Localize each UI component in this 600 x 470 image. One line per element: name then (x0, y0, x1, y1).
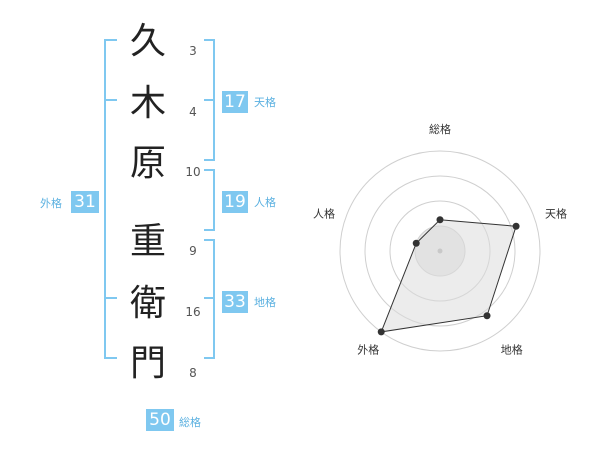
gaikaku-bracket-ticks (105, 99, 117, 299)
tenkaku-label: 天格 (254, 96, 276, 109)
stroke-count-5: 16 (185, 305, 201, 319)
name-char-5: 衛 (129, 283, 166, 324)
name-char-2: 木 (129, 83, 166, 124)
radar-axis-label-1: 天格 (545, 206, 567, 220)
jinkaku-label: 人格 (254, 196, 276, 209)
radar-axis-label-4: 人格 (313, 206, 335, 220)
name-char-4: 重 (129, 221, 166, 262)
radar-point-0 (436, 216, 444, 224)
radar-axis-label-0: 総格 (429, 122, 451, 136)
gaikaku-label: 外格 (40, 197, 62, 210)
soukaku-value: 50 (146, 409, 174, 431)
radar-axis-label-3: 外格 (357, 343, 379, 357)
radar-center-dot (437, 248, 443, 254)
tenkaku-value: 17 (222, 91, 248, 113)
name-char-3: 原 (129, 143, 166, 184)
radar-point-1 (512, 222, 520, 230)
stroke-count-3: 10 (185, 165, 201, 179)
jinkaku-value: 19 (222, 191, 248, 213)
jinkaku-bracket (204, 169, 215, 231)
radar-polygon (380, 219, 517, 333)
stroke-count-2: 4 (189, 105, 197, 119)
chikaku-value: 33 (222, 291, 248, 313)
radar-point-2 (483, 312, 491, 320)
soukaku-label: 総格 (179, 416, 201, 429)
stroke-count-4: 9 (189, 244, 197, 258)
stroke-count-1: 3 (189, 44, 197, 58)
name-char-6: 門 (129, 343, 166, 384)
radar-point-4 (412, 239, 420, 247)
name-char-1: 久 (129, 21, 166, 62)
stroke-count-6: 8 (189, 366, 197, 380)
chikaku-label: 地格 (254, 296, 276, 309)
radar-axis-label-2: 地格 (501, 343, 523, 357)
radar-point-3 (377, 328, 385, 336)
gaikaku-bracket (104, 39, 117, 359)
gaikaku-value: 31 (71, 191, 99, 213)
